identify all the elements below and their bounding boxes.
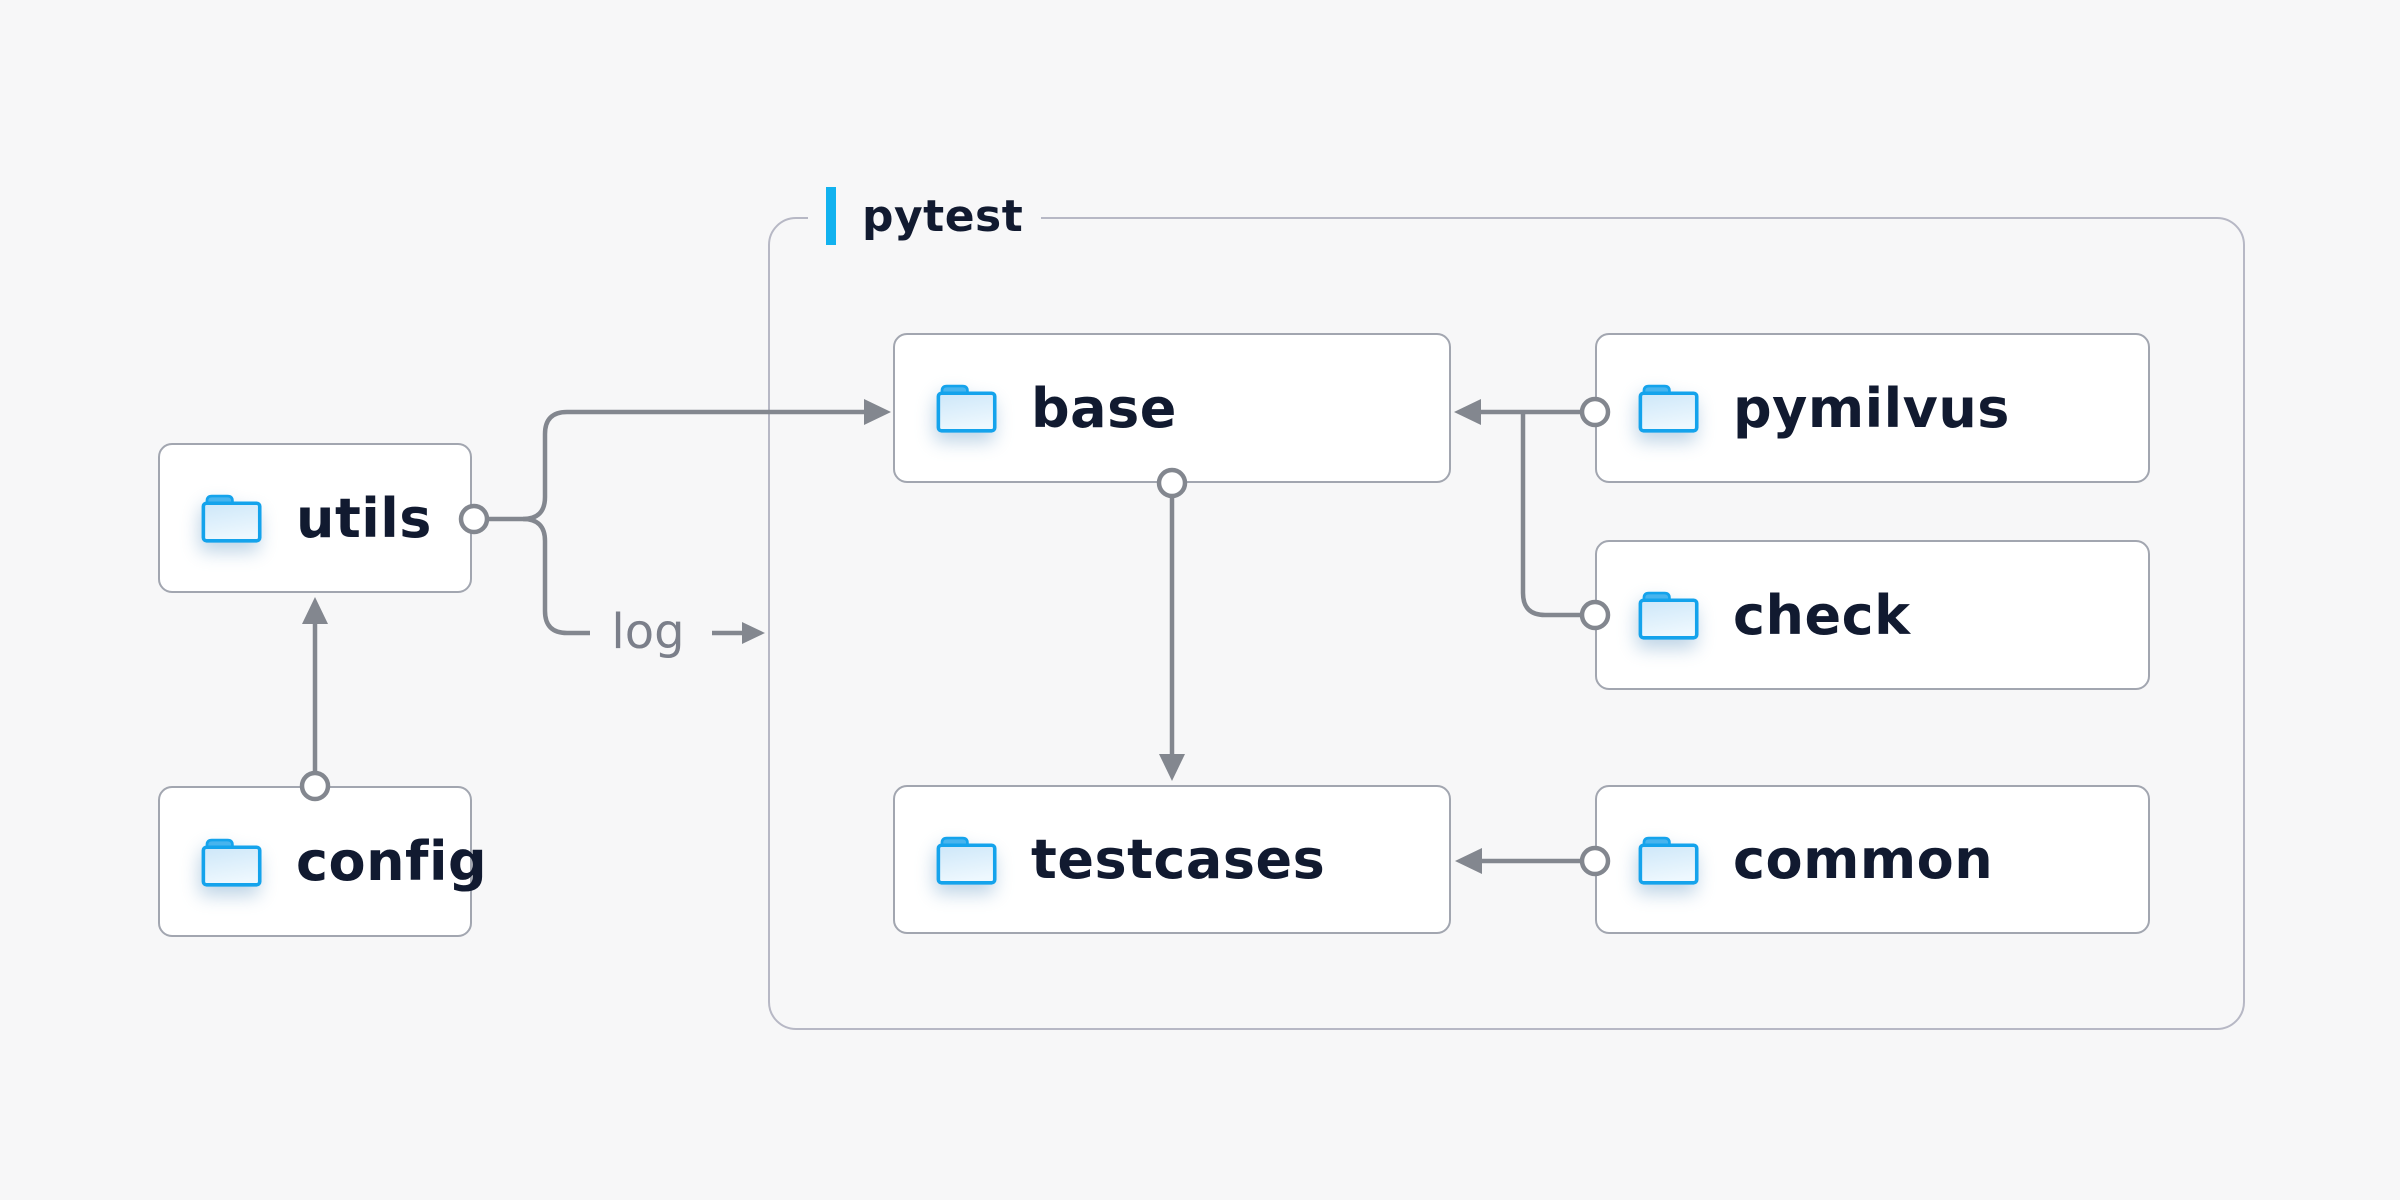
- folder-icon: [1638, 835, 1699, 885]
- node-utils: utils: [158, 443, 472, 593]
- pytest-group-label: pytest: [808, 185, 1042, 247]
- node-testcases: testcases: [893, 785, 1451, 934]
- node-pymilvus-label: pymilvus: [1733, 376, 2010, 440]
- folder-icon: [1638, 591, 1699, 640]
- edge-config-to-utils: [299, 597, 331, 802]
- node-base: base: [893, 333, 1451, 483]
- edge-line: [522, 516, 590, 636]
- arrowhead-up-icon: [302, 597, 328, 624]
- node-check: check: [1595, 540, 2150, 690]
- node-common: common: [1595, 785, 2150, 934]
- node-common-label: common: [1733, 828, 1994, 891]
- folder-icon: [936, 835, 997, 885]
- node-pymilvus: pymilvus: [1595, 333, 2150, 483]
- folder-icon: [1638, 384, 1699, 433]
- node-check-label: check: [1733, 583, 1911, 647]
- pytest-group-frame: [768, 217, 2245, 1030]
- pytest-group-title: pytest: [862, 190, 1024, 242]
- edge-label-log: log: [611, 604, 685, 660]
- node-config-label: config: [296, 830, 488, 893]
- node-base-label: base: [1031, 376, 1177, 440]
- folder-icon: [201, 837, 262, 887]
- node-testcases-label: testcases: [1031, 828, 1326, 891]
- node-utils-label: utils: [296, 486, 432, 550]
- folder-icon: [201, 494, 262, 543]
- arrowhead-right-icon: [742, 622, 765, 644]
- accent-bar: [826, 187, 836, 245]
- folder-icon: [936, 384, 997, 433]
- node-config: config: [158, 786, 487, 937]
